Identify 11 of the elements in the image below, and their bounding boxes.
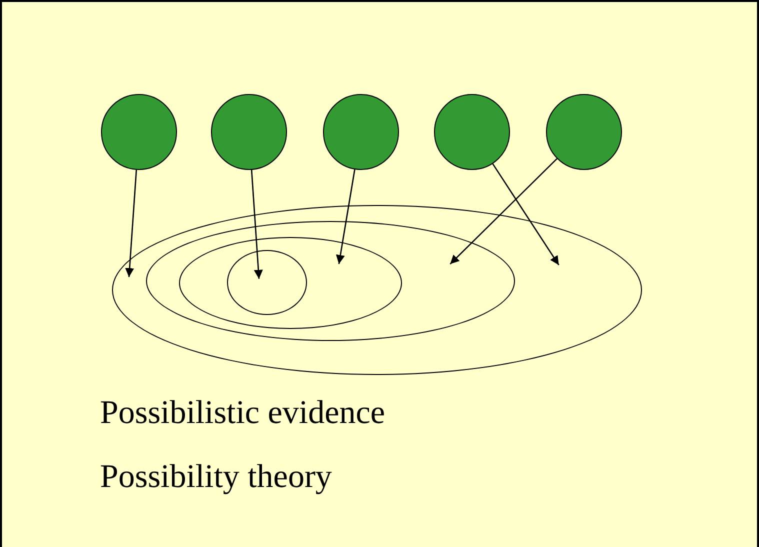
caption-text: Possibility theory	[100, 459, 332, 496]
arrow	[125, 170, 138, 278]
arrow	[336, 169, 356, 264]
arrow	[250, 170, 263, 279]
nested-ellipse	[179, 237, 402, 329]
nested-ellipse	[146, 221, 515, 341]
nested-ellipse	[112, 205, 642, 375]
nested-ellipse	[227, 250, 307, 315]
caption-text: Possibilistic evidence	[100, 395, 386, 432]
arrow	[450, 158, 558, 264]
arrow	[492, 163, 560, 266]
